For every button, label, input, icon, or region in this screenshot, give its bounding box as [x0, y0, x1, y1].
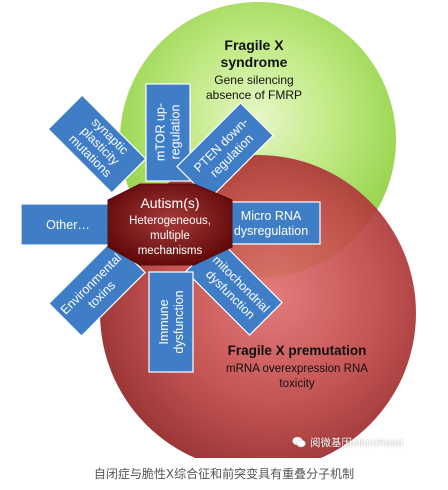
autism-octagon: [107, 183, 233, 266]
premutation-title: Fragile X premutation: [228, 343, 367, 358]
figure-caption: 自闭症与脆性X综合征和前突变具有重叠分子机制: [93, 467, 355, 481]
spoke-mirna-label-2: dysregulation: [234, 224, 308, 238]
watermark: 阅微基因MicroRead: [292, 433, 403, 451]
watermark-text: 阅微基因MicroRead: [310, 436, 403, 449]
center-title: Autism(s): [140, 195, 199, 211]
fragile-x-title-1: Fragile X: [224, 37, 284, 53]
spoke-mtor-label-1: mTOR up-: [154, 103, 168, 161]
premutation-desc-1: mRNA overexpression RNA: [226, 363, 368, 375]
fragile-x-desc-2: absence of FMRP: [206, 88, 302, 102]
spoke-immune: [148, 271, 194, 373]
spoke-mtor-label-2: regulation: [169, 105, 183, 160]
diagram: mTOR up- regulation PTEN down- regulatio…: [20, 2, 416, 458]
spoke-immune-label-2: dysfunction: [172, 290, 186, 353]
center-line-3: mechanisms: [138, 245, 203, 257]
spoke-other: [20, 203, 123, 246]
fragile-x-title-2: syndrome: [221, 54, 288, 70]
spoke-synaptic: [47, 94, 147, 194]
premutation-desc-2: toxicity: [279, 378, 314, 390]
center-line-2: multiple: [150, 230, 190, 242]
spoke-mirna-label-1: Micro RNA: [241, 209, 302, 223]
spoke-mirna: [222, 201, 321, 245]
wechat-icon: [292, 437, 306, 448]
spoke-other-label: Other…: [46, 218, 90, 232]
fragile-x-desc-1: Gene silencing: [214, 73, 293, 87]
center-line-1: Heterogeneous,: [129, 215, 211, 227]
spoke-pten: [176, 102, 274, 200]
spoke-immune-label-1: Immune: [157, 299, 171, 344]
